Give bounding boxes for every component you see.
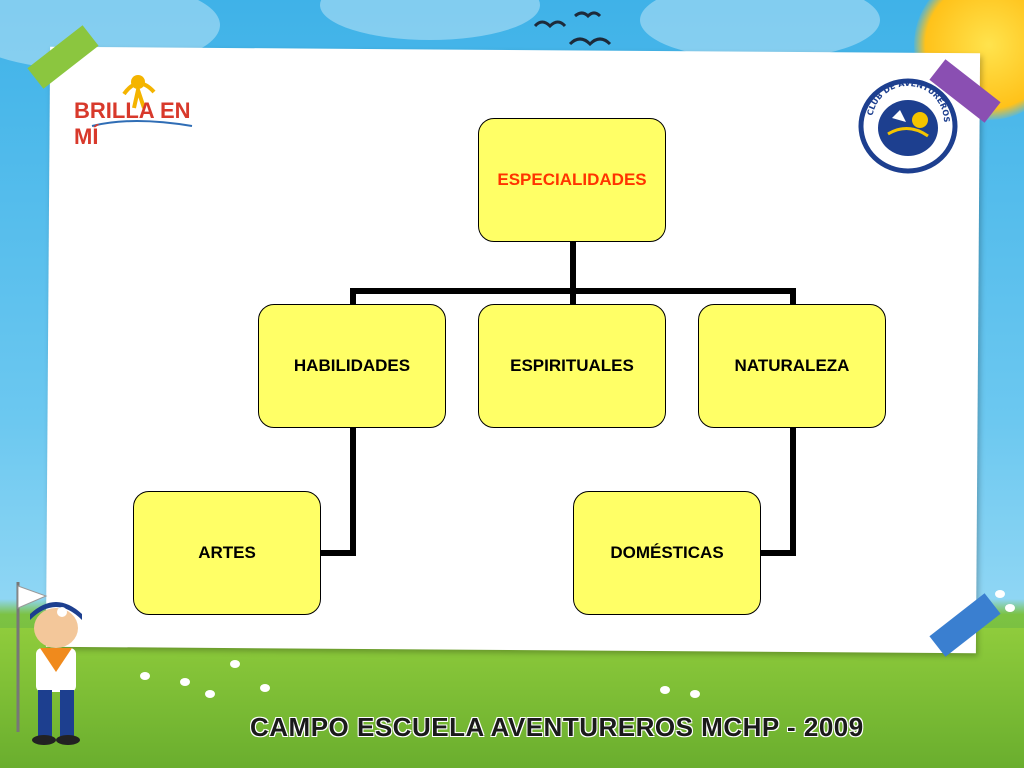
connector-naturaleza-down <box>790 428 796 556</box>
flower-decoration <box>230 660 240 668</box>
footer-title: CAMPO ESCUELA AVENTUREROS MCHP - 2009 <box>250 712 864 742</box>
connector-root-down <box>570 242 576 292</box>
connector-to-artes <box>320 550 356 556</box>
brilla-logo-text: BRILLA EN MÍ <box>74 98 191 149</box>
flower-decoration <box>260 684 270 692</box>
node-especialidades: ESPECIALIDADES <box>478 118 666 242</box>
flower-decoration <box>205 690 215 698</box>
birds-icon <box>533 11 612 47</box>
connector-to-habilidades <box>350 288 356 304</box>
connector-to-naturaleza <box>790 288 796 304</box>
club-aventureros-logo: CLUB DE AVENTUREROS <box>858 78 958 174</box>
node-artes: ARTES <box>133 491 321 615</box>
node-naturaleza: NATURALEZA <box>698 304 886 428</box>
flower-decoration <box>1005 604 1015 612</box>
node-espirituales: ESPIRITUALES <box>478 304 666 428</box>
flower-decoration <box>995 590 1005 598</box>
node-habilidades: HABILIDADES <box>258 304 446 428</box>
flower-decoration <box>180 678 190 686</box>
mascot-illustration <box>16 582 82 745</box>
connector-to-espirituales <box>570 288 576 304</box>
flower-decoration <box>140 672 150 680</box>
connector-to-domesticas <box>760 550 796 556</box>
node-domesticas: DOMÉSTICAS <box>573 491 761 615</box>
brilla-en-mi-logo: BRILLA EN MÍ <box>72 68 202 149</box>
flower-decoration <box>690 690 700 698</box>
flower-decoration <box>660 686 670 694</box>
connector-habilidades-down <box>350 428 356 556</box>
